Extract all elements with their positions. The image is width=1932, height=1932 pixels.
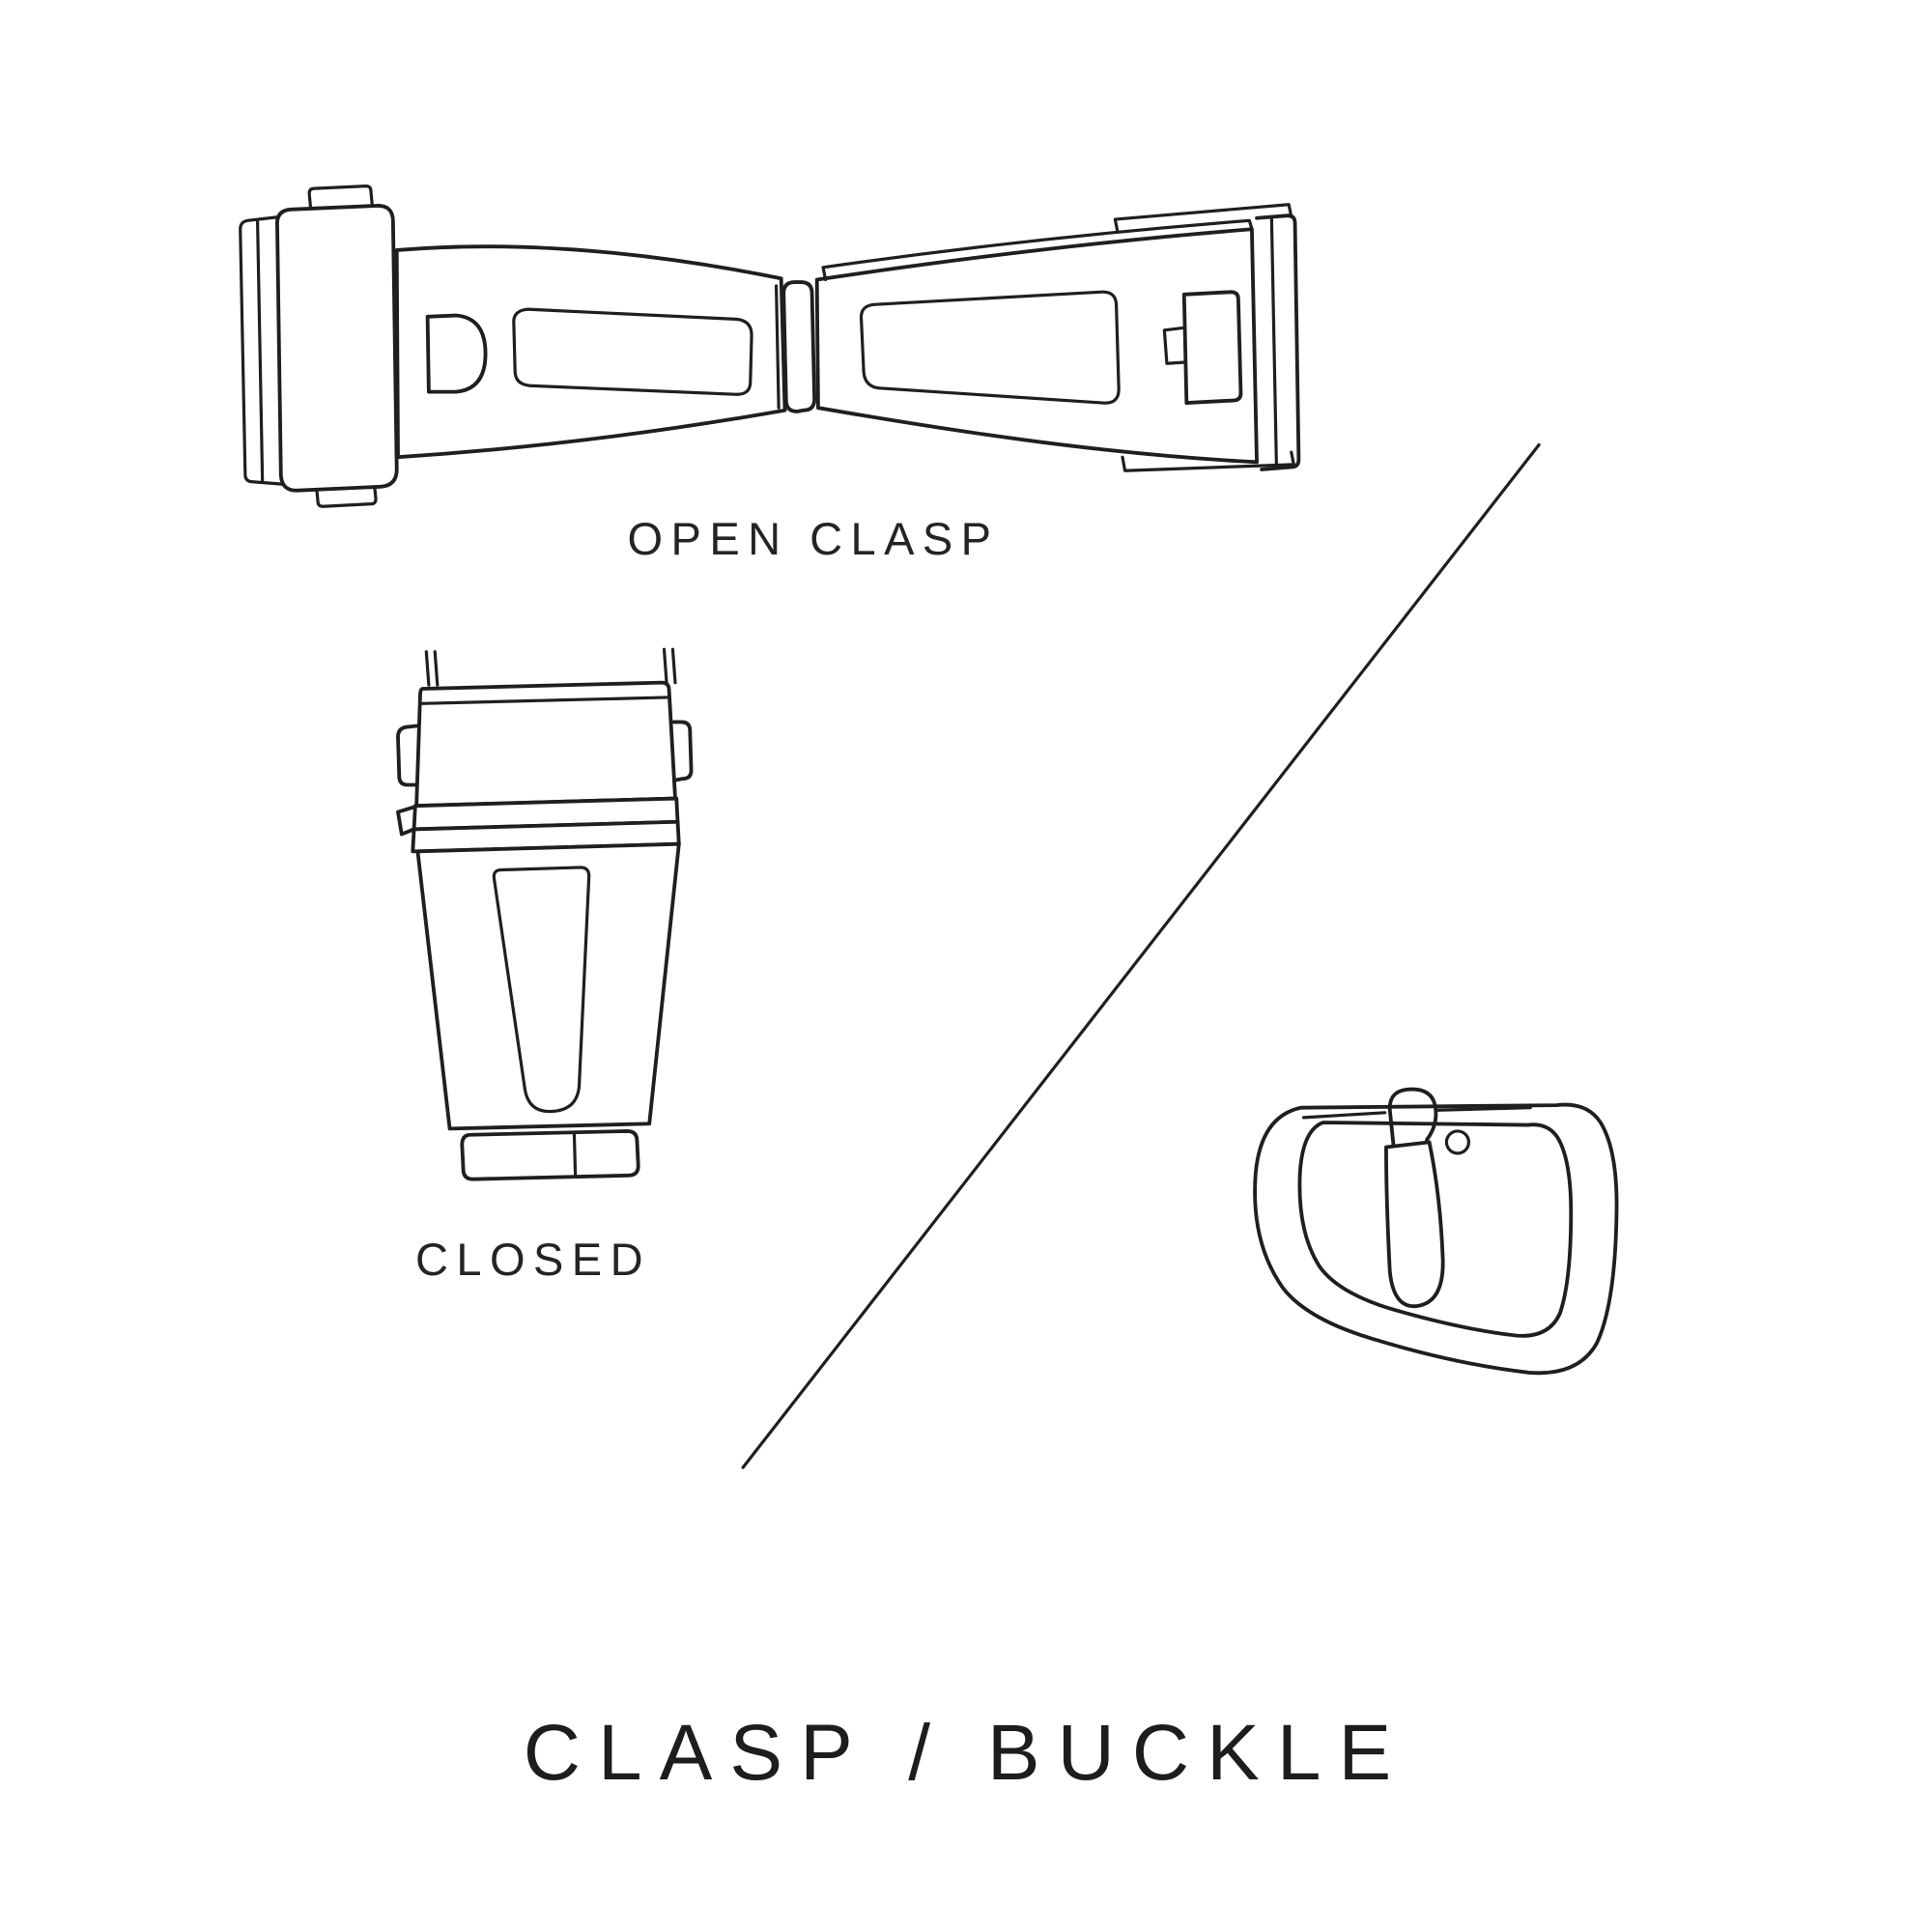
open-clasp-right-cap bbox=[1255, 213, 1301, 471]
open-clasp-catch-notch bbox=[1162, 326, 1187, 365]
open-clasp-illustration bbox=[239, 185, 1301, 508]
open-clasp-right-arm bbox=[814, 227, 1259, 465]
buckle-pin-bar bbox=[1301, 1106, 1532, 1120]
open-clasp-left-tab-bottom bbox=[315, 485, 378, 508]
closed-clasp-label: CLOSED bbox=[414, 1234, 652, 1285]
closed-clasp-illustration bbox=[396, 647, 694, 1181]
closed-clasp-upper-box-line bbox=[419, 696, 669, 705]
open-clasp-label: OPEN CLASP bbox=[627, 513, 1000, 564]
open-clasp-right-cap-line bbox=[1269, 214, 1279, 470]
open-clasp-left-arm bbox=[394, 244, 787, 460]
open-clasp-left-arm-window bbox=[512, 307, 753, 396]
buckle-pin bbox=[1384, 1140, 1445, 1308]
open-clasp-right-arm-window bbox=[859, 290, 1121, 405]
closed-clasp-left-notch bbox=[396, 805, 416, 837]
open-clasp-catch bbox=[1181, 290, 1243, 406]
page-title: CLASP / BUCKLE bbox=[523, 1709, 1409, 1797]
closed-clasp-bottom-cap-line bbox=[572, 1130, 578, 1179]
open-clasp-hinge-line bbox=[774, 284, 781, 410]
buckle-illustration bbox=[1253, 1087, 1619, 1376]
closed-clasp-right-ear bbox=[671, 720, 694, 782]
open-clasp-left-cap bbox=[275, 204, 399, 493]
closed-clasp-left-ear bbox=[396, 724, 422, 787]
open-clasp-right-arm-fold bbox=[821, 218, 1254, 282]
closed-clasp-body bbox=[415, 841, 681, 1131]
buckle-ring bbox=[1444, 1129, 1471, 1155]
open-clasp-left-band-line bbox=[255, 218, 265, 484]
buckle-frame-inner bbox=[1297, 1121, 1574, 1338]
open-clasp-right-flap-top bbox=[1113, 203, 1293, 234]
open-clasp-left-band-edge bbox=[239, 214, 285, 486]
open-clasp-left-arm-button bbox=[425, 313, 488, 394]
open-clasp-left-tab-top bbox=[307, 185, 374, 209]
open-clasp-right-flap-bottom bbox=[1121, 450, 1295, 472]
closed-clasp-bottom-cap bbox=[460, 1129, 640, 1181]
buckle-pin-loop bbox=[1387, 1087, 1438, 1149]
closed-clasp-slot bbox=[492, 866, 591, 1114]
open-clasp-hinge bbox=[781, 280, 817, 413]
closed-clasp-prongs bbox=[424, 647, 677, 687]
divider-line bbox=[741, 442, 1541, 1469]
